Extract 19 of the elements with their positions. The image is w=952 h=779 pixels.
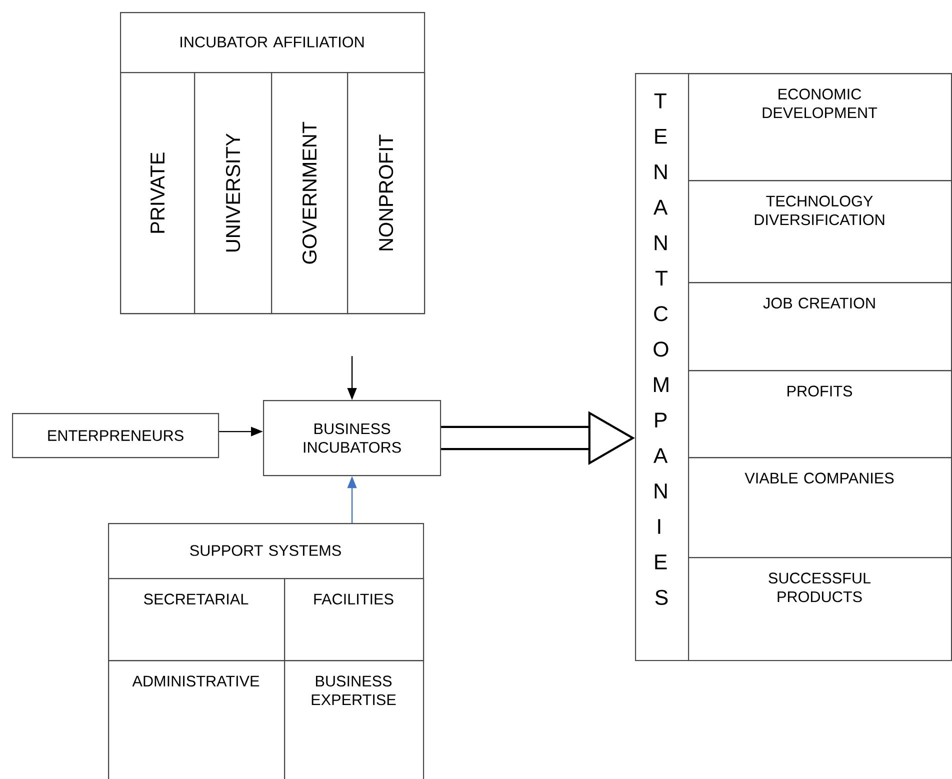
table-cell: TECHNOLOGY DIVERSIFICATION (688, 180, 952, 284)
table-cell: PROFITS (688, 370, 952, 458)
vertical-text: TENANT COMPANIES (653, 94, 668, 605)
process-box: BUSINESS INCUBATORS (263, 400, 442, 476)
table-cell: SECRETARIAL (108, 578, 286, 662)
table-cell: VIABLE COMPANIES (688, 457, 952, 558)
table-cell: ADMINISTRATIVE (108, 660, 286, 779)
table-cell: UNIVERSITY (194, 72, 272, 314)
header-text: INCUBATOR AFFILIATION (180, 36, 364, 48)
table-cell: BUSINESS EXPERTISE (284, 660, 424, 779)
table-cell: JOB CREATION (688, 282, 952, 372)
table-cell: GOVERNMENT (271, 72, 348, 314)
process-box: ENTERPRENEURS (12, 413, 220, 458)
table-cell: ECONOMIC DEVELOPMENT (688, 73, 952, 182)
table-cell: SUCCESSFUL PRODUCTS (688, 557, 952, 662)
table-cell: PRIVATE (120, 72, 196, 314)
header-text: SUPPORT SYSTEMS (190, 545, 341, 556)
table-cell: FACILITIES (284, 578, 424, 662)
table-cell: NONPROFIT (347, 72, 426, 314)
